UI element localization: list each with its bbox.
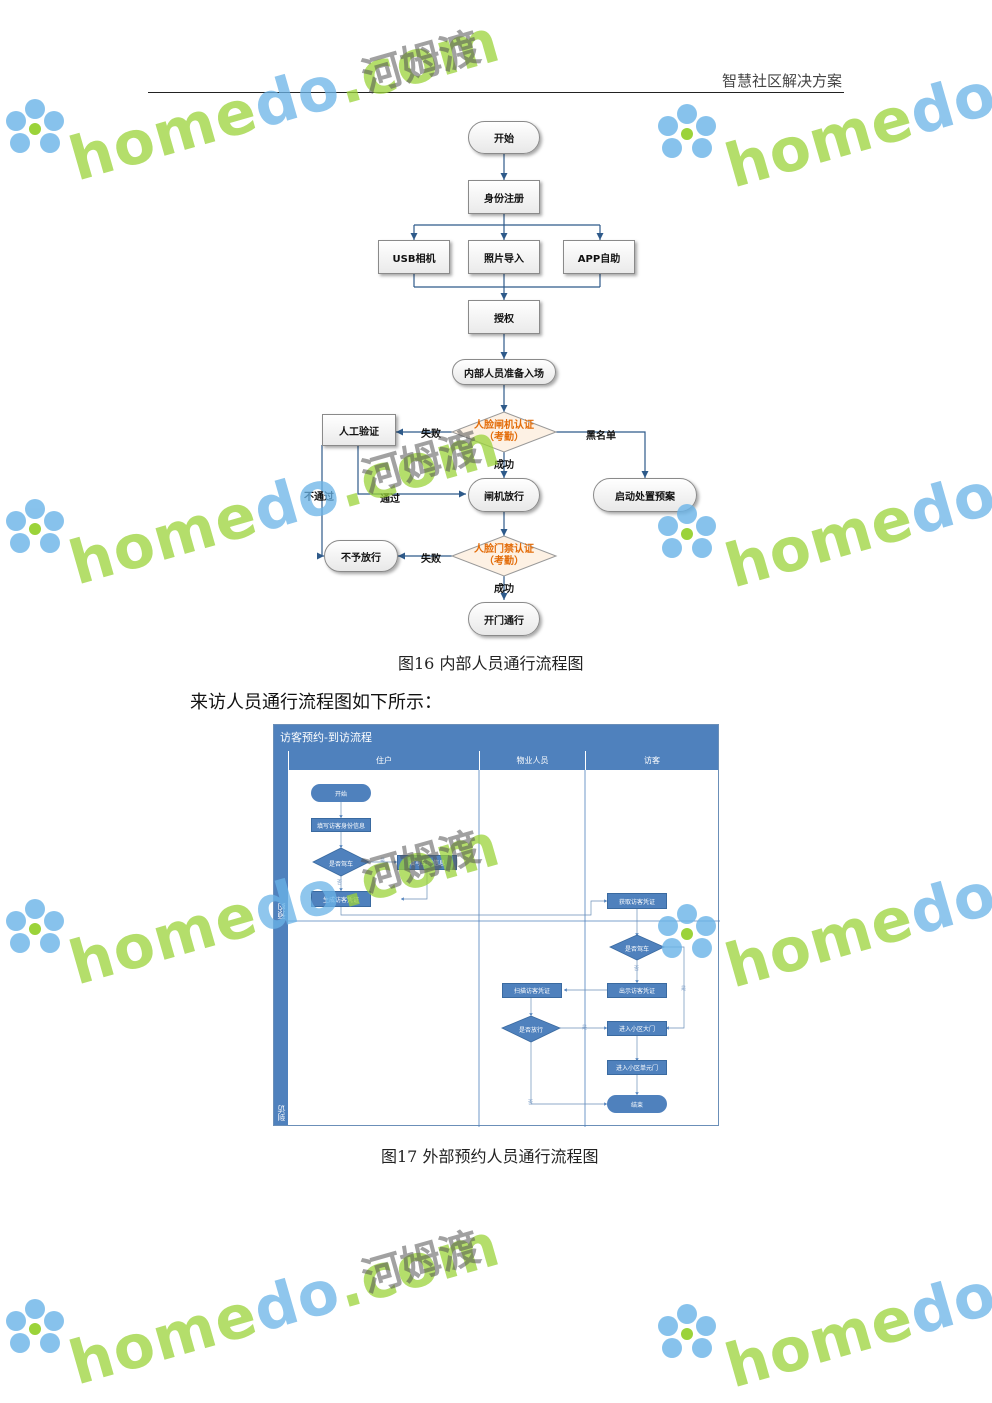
flow16-authorize: 授权 (468, 300, 540, 334)
flow16-face-gate: 人脸闸机认证 （考勤） (460, 420, 548, 444)
watermark-logo: homedo.com (718, 812, 992, 1003)
label-fail-2: 失败 (421, 554, 441, 565)
label-blacklist: 黑名单 (586, 431, 616, 442)
flower-logo-icon (658, 504, 716, 558)
figure-17-caption: 图17 外部预约人员通行流程图 (381, 1147, 599, 1166)
is-driving-diamond (609, 934, 665, 961)
face-gate-decision-shape (450, 411, 558, 453)
document-header-title: 智慧社区解决方案 (721, 72, 842, 90)
face-gate-line1: 人脸闸机认证 (474, 420, 534, 431)
sw-label-yes2: 是 (681, 986, 687, 992)
flower-logo-icon (658, 1304, 716, 1358)
sw-label-no3: 否 (528, 1100, 534, 1106)
sw-label-no2: 否 (634, 966, 640, 972)
label-not-pass: 不通过 (304, 492, 334, 503)
flow16-usb-camera: USB相机 (378, 240, 450, 274)
sw-enter-gate: 进入小区大门 (607, 1021, 667, 1036)
sw-label-yes: 是 (380, 858, 386, 864)
sw-end: 结束 (607, 1095, 667, 1113)
sw-scan-cert: 扫描访客凭证 (502, 983, 562, 998)
flower-logo-icon (658, 904, 716, 958)
watermark-cn: 河姆渡 (357, 1224, 486, 1302)
figure-16-caption: 图16 内部人员通行流程图 (398, 654, 584, 673)
label-success-1: 成功 (494, 460, 514, 471)
flow16-manual-verify: 人工验证 (322, 414, 396, 446)
flow16-photo-import: 照片导入 (468, 240, 540, 274)
sw-start: 开始 (311, 784, 371, 802)
face-gate-line2: （考勤） (484, 432, 524, 443)
face-door-decision-shape (450, 535, 558, 577)
flower-logo-icon (6, 99, 64, 153)
body-paragraph: 来访人员通行流程图如下所示： (190, 692, 442, 713)
col-property: 物业人员 (479, 751, 585, 770)
header-rule (148, 92, 844, 93)
has-car-diamond (312, 847, 370, 877)
sw-has-car: 是否驾车 (328, 861, 353, 868)
sw-label-yes3: 是 (582, 1025, 588, 1031)
face-door-line1: 人脸门禁认证 (474, 544, 534, 555)
col-visitor: 访客 (585, 751, 718, 770)
label-success-2: 成功 (494, 584, 514, 595)
sw-enter-unit: 进入小区单元门 (607, 1060, 667, 1075)
flower-logo-icon (658, 104, 716, 158)
sw-label-no: 否 (337, 880, 343, 886)
label-pass: 通过 (380, 494, 400, 505)
flow16-contingency-plan: 启动处置预案 (593, 478, 697, 512)
flower-logo-icon (6, 499, 64, 553)
allow-diamond (501, 1015, 561, 1043)
col-resident: 住户 (288, 751, 479, 770)
sw-fill-plate: 填写车牌信息 (397, 855, 457, 870)
flow16-start: 开始 (468, 121, 540, 154)
watermark-logo: homedo.com (718, 1212, 992, 1403)
flow16-deny: 不予放行 (324, 540, 398, 572)
sw-is-driving: 是否驾车 (624, 946, 649, 953)
swimlane-phase-bar (274, 751, 288, 1125)
flow16-open-door: 开门通行 (468, 602, 540, 636)
label-fail-1: 失败 (421, 429, 441, 440)
figure-17-swimlane: 访客预约-到访流程 住户 物业人员 访客 预约 到访 (273, 724, 720, 1127)
face-door-line2: （考勤） (484, 556, 524, 567)
flower-logo-icon (6, 899, 64, 953)
swimlane-title: 访客预约-到访流程 (274, 725, 718, 751)
swimlane-connectors (288, 770, 720, 1127)
flow16-register: 身份注册 (468, 180, 540, 214)
flow16-connectors (316, 154, 649, 600)
flow16-app-self: APP自助 (563, 240, 635, 274)
flower-logo-icon (6, 1299, 64, 1353)
flow16-gate-open: 闸机放行 (468, 478, 540, 512)
flow16-prepare: 内部人员准备入场 (452, 359, 556, 385)
flow16-face-door: 人脸门禁认证 （考勤） (460, 544, 548, 568)
sw-fill-info: 填写访客身份信息 (311, 818, 371, 832)
sw-show-cert: 出示访客凭证 (607, 983, 667, 998)
sw-get-cert: 获取访客凭证 (607, 893, 667, 909)
sw-gen-cert: 生成访客凭证 (311, 891, 371, 907)
sw-allow: 是否放行 (518, 1027, 543, 1034)
